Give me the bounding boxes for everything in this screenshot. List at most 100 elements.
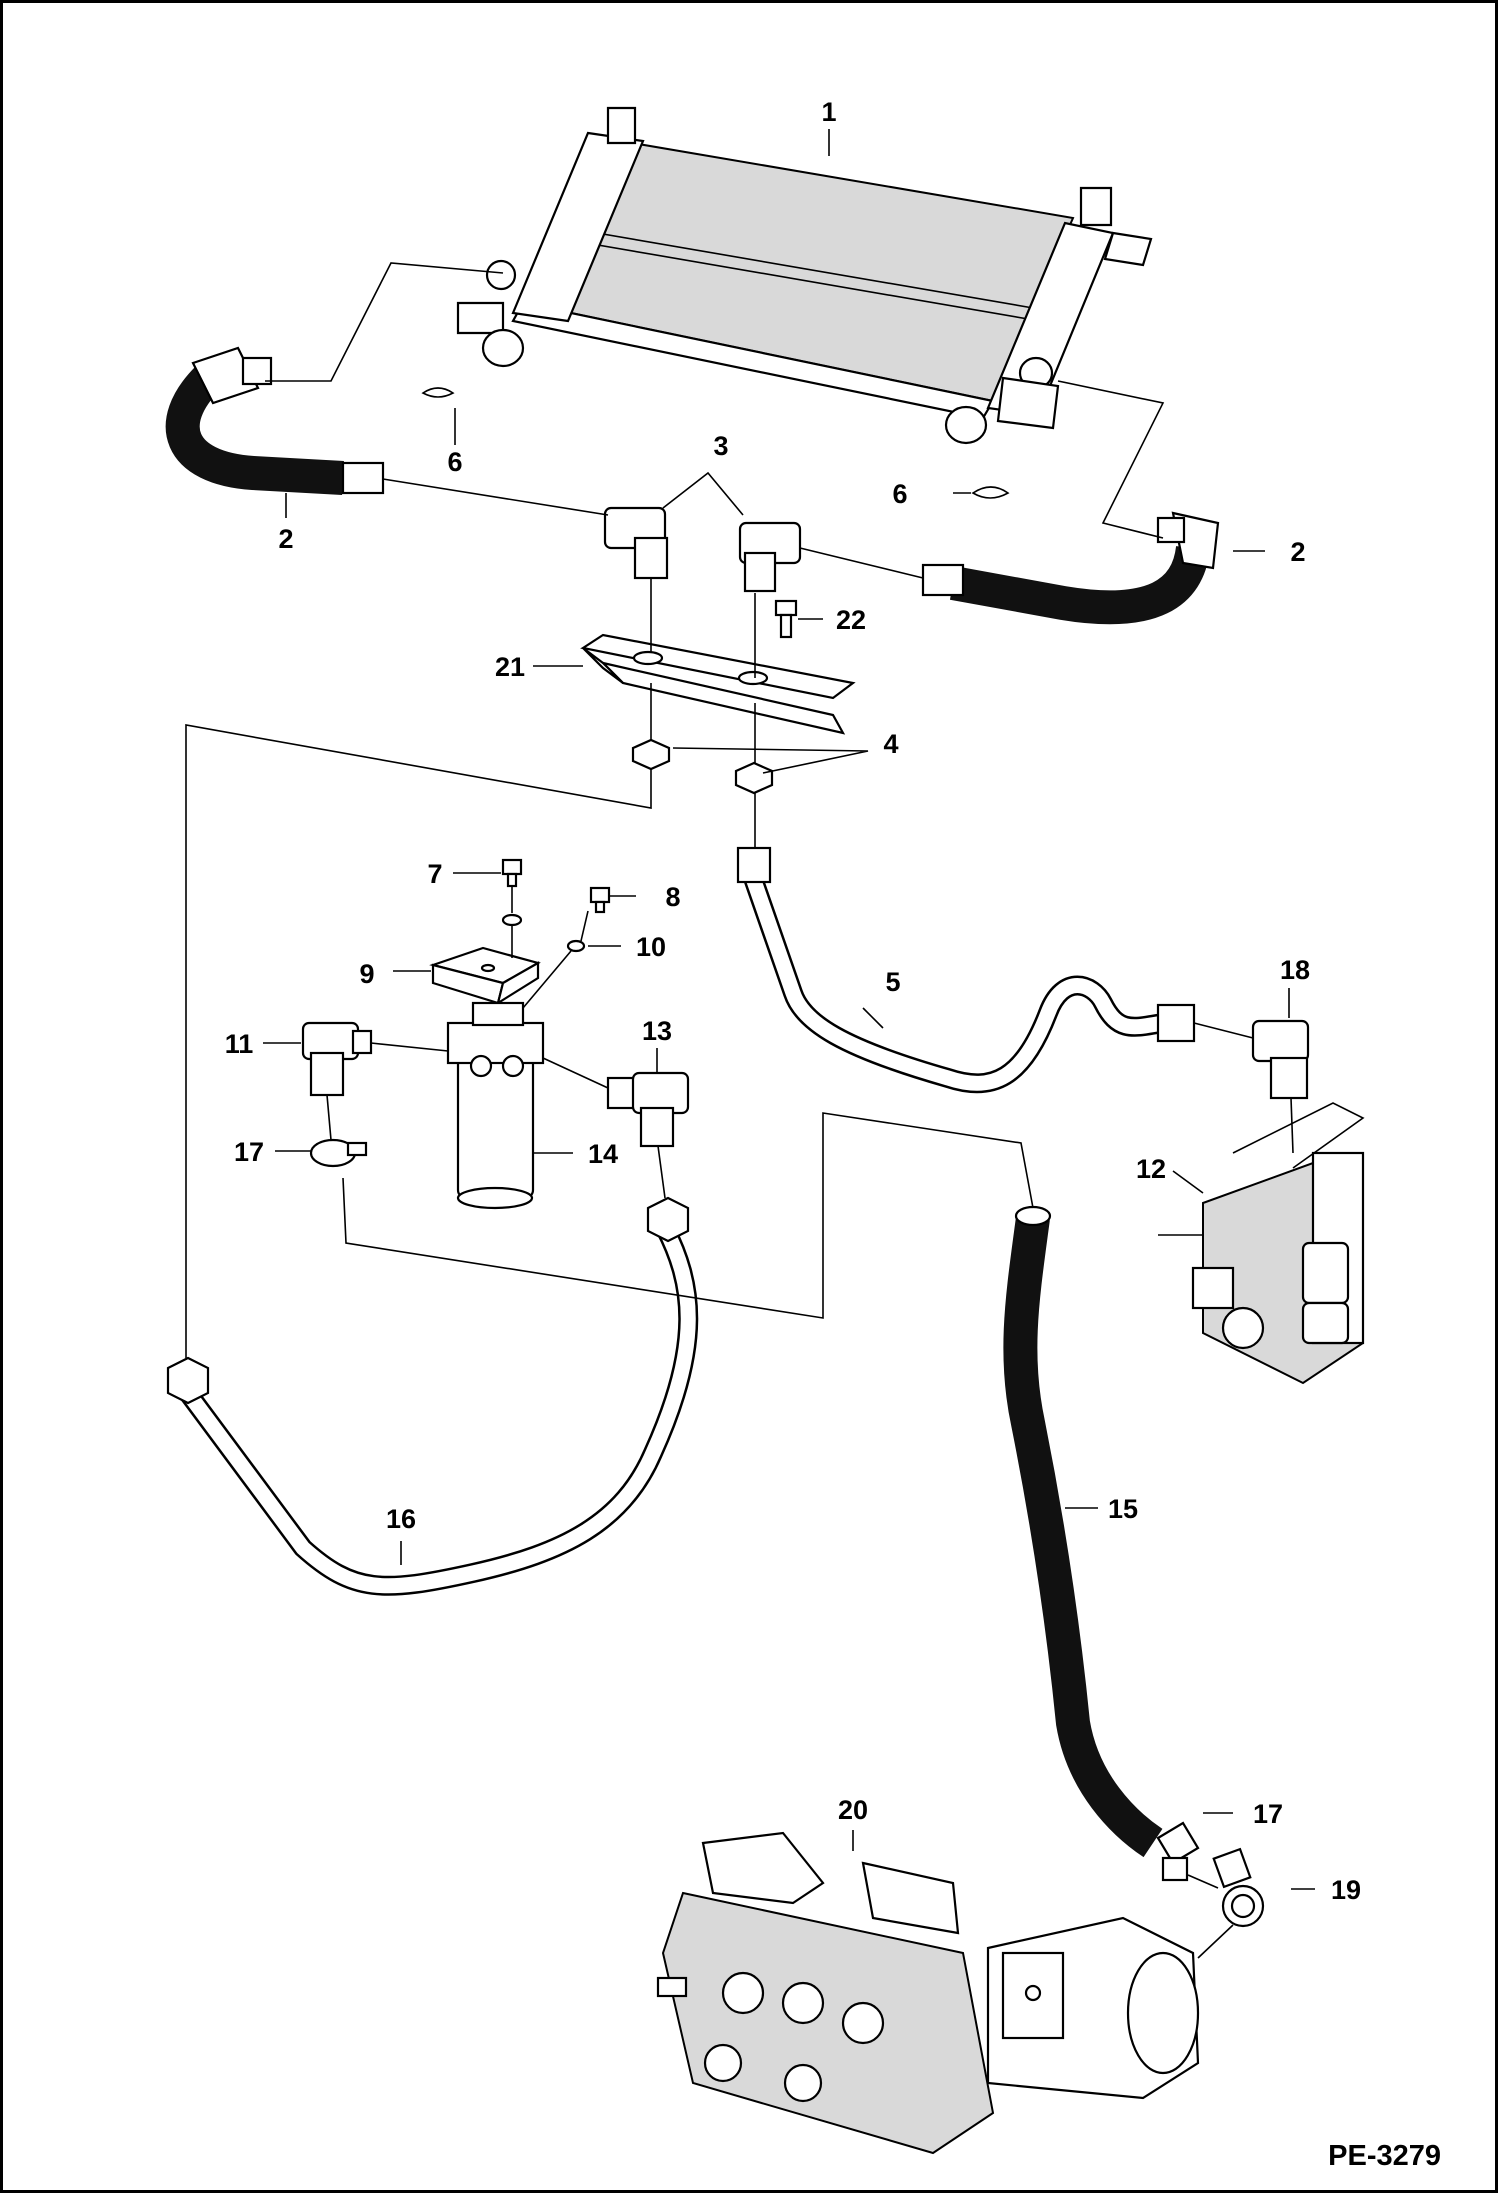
- hose-right: [949, 545, 1210, 625]
- callout-13: 13: [642, 1016, 672, 1046]
- flow-clamp-fitting19: [1187, 1874, 1219, 1889]
- flow-elbow13-tube16: [657, 1145, 666, 1199]
- figure-code: PE-3279: [1328, 2140, 1441, 2172]
- hose-right-end-fitting: [921, 563, 965, 597]
- hose-left: [165, 365, 344, 495]
- callout-2-left: 2: [278, 524, 293, 554]
- oil-filter: [446, 1001, 545, 1210]
- elbow-fitting-18: [1251, 1019, 1310, 1100]
- callout-19: 19: [1331, 1875, 1361, 1905]
- callout-17-lower: 17: [1253, 1799, 1283, 1829]
- flow-nut-tube16: [185, 724, 652, 1358]
- callout-17-upper: 17: [234, 1137, 264, 1167]
- mounting-bracket: [580, 633, 856, 735]
- callout-6-right: 6: [892, 479, 907, 509]
- bolt-22: [774, 599, 798, 639]
- elbow-fitting-11: [301, 1021, 373, 1097]
- cooler-divider: [567, 227, 1034, 309]
- cooler-tab-left-lower: [456, 301, 505, 335]
- leader-3: [662, 471, 744, 516]
- callout-21: 21: [495, 652, 525, 682]
- callout-8: 8: [665, 882, 680, 912]
- callout-7: 7: [427, 859, 442, 889]
- callout-4: 4: [883, 729, 898, 759]
- o-ring-10: [566, 939, 586, 953]
- leader-12: [1172, 1170, 1204, 1194]
- hose-clamp-upper: [309, 1138, 368, 1168]
- leader-5: [862, 1007, 884, 1029]
- callout-15: 15: [1108, 1494, 1138, 1524]
- flow-fitting19-pump: [1197, 1924, 1234, 1959]
- oil-cooler: [456, 106, 1153, 445]
- pump-shaft-stub: [656, 1976, 688, 1998]
- hose-assembly-left: [165, 346, 385, 495]
- callout-11: 11: [225, 1029, 254, 1059]
- tube-5: [736, 846, 1196, 1094]
- cooler-tab-right-lower: [996, 376, 1060, 430]
- washer-7: [501, 913, 523, 927]
- hose-left-elbow: [191, 346, 260, 405]
- leader-4: [672, 747, 869, 774]
- hose-clamp-lower: [1156, 1821, 1200, 1882]
- cooler-bracket-top-left: [606, 106, 637, 145]
- hose-15-end: [1014, 1205, 1052, 1227]
- flow-bolt8-oring: [580, 910, 589, 942]
- callout-18: 18: [1280, 955, 1310, 985]
- callout-10: 10: [636, 932, 666, 962]
- cooler-tank-left: [511, 131, 645, 323]
- hairpin-clip-left: [421, 387, 455, 398]
- flow-elbow11-clamp: [326, 1094, 332, 1141]
- callout-14: 14: [588, 1139, 618, 1169]
- tube-5-nut-top: [736, 846, 772, 884]
- hose-left-end-fitting: [341, 461, 385, 495]
- filter-head: [446, 1021, 545, 1065]
- pump-top-block: [701, 1831, 825, 1905]
- hydrostatic-pump: [656, 1831, 1200, 2155]
- flow-tube5-elbow18: [1193, 1022, 1254, 1039]
- cooler-port-right-lower: [944, 405, 988, 445]
- hairpin-clip-right: [971, 486, 1010, 499]
- flow-elbow18-valve: [1290, 1097, 1294, 1154]
- leader-lines: [185, 129, 1315, 1959]
- pump-body: [661, 1891, 995, 2155]
- tube-16-nut-end: [166, 1356, 210, 1405]
- cooler-port-left-lower: [481, 328, 525, 368]
- tube-16-nut-top: [646, 1196, 690, 1243]
- filter-bracket: [429, 946, 541, 1006]
- bulkhead-elbow-right: [738, 521, 802, 593]
- flow-cooler-hose-left: [265, 262, 504, 382]
- cooler-port-left-upper: [485, 259, 517, 291]
- hex-nut-right: [734, 761, 774, 795]
- flow-elbow-hose-right: [799, 547, 924, 579]
- control-valve: [1158, 1102, 1365, 1385]
- bolt-8: [589, 886, 611, 914]
- fitting-19: [1212, 1847, 1265, 1928]
- cooler-bracket-top-right: [1079, 186, 1113, 227]
- flow-filter-elbow13: [542, 1057, 609, 1089]
- flow-elbow11-filter: [370, 1042, 449, 1052]
- tube-16: [166, 1196, 699, 1596]
- callout-labels: 1 2 2 3 4 5 6 6 7 8 9 10 11 12 13 14 15 …: [225, 97, 1361, 1905]
- hex-nut-left: [631, 738, 671, 771]
- callout-9: 9: [359, 959, 374, 989]
- callout-20: 20: [838, 1795, 868, 1825]
- callout-22: 22: [836, 605, 866, 635]
- flow-hose-left-elbow: [382, 478, 609, 516]
- cooler-tab-right: [1103, 231, 1153, 267]
- callout-5: 5: [885, 967, 900, 997]
- callout-12: 12: [1136, 1154, 1166, 1184]
- exploded-view-drawing: 1 2 2 3 4 5 6 6 7 8 9 10 11 12 13 14 15 …: [165, 97, 1441, 2172]
- callout-16: 16: [386, 1504, 416, 1534]
- elbow-fitting-13: [606, 1071, 690, 1148]
- callout-3: 3: [713, 431, 728, 461]
- hose-15: [1003, 1205, 1163, 1858]
- pump-top-block-2: [861, 1861, 960, 1935]
- bulkhead-elbow-left: [603, 506, 669, 580]
- callout-6-left: 6: [447, 447, 462, 477]
- hose-assembly-right: [921, 511, 1220, 625]
- callout-1: 1: [821, 97, 836, 127]
- flow-clamp-hose15: [342, 1112, 1034, 1319]
- flow-oring-filter: [522, 950, 572, 1009]
- cooler-divider-lower: [562, 238, 1029, 320]
